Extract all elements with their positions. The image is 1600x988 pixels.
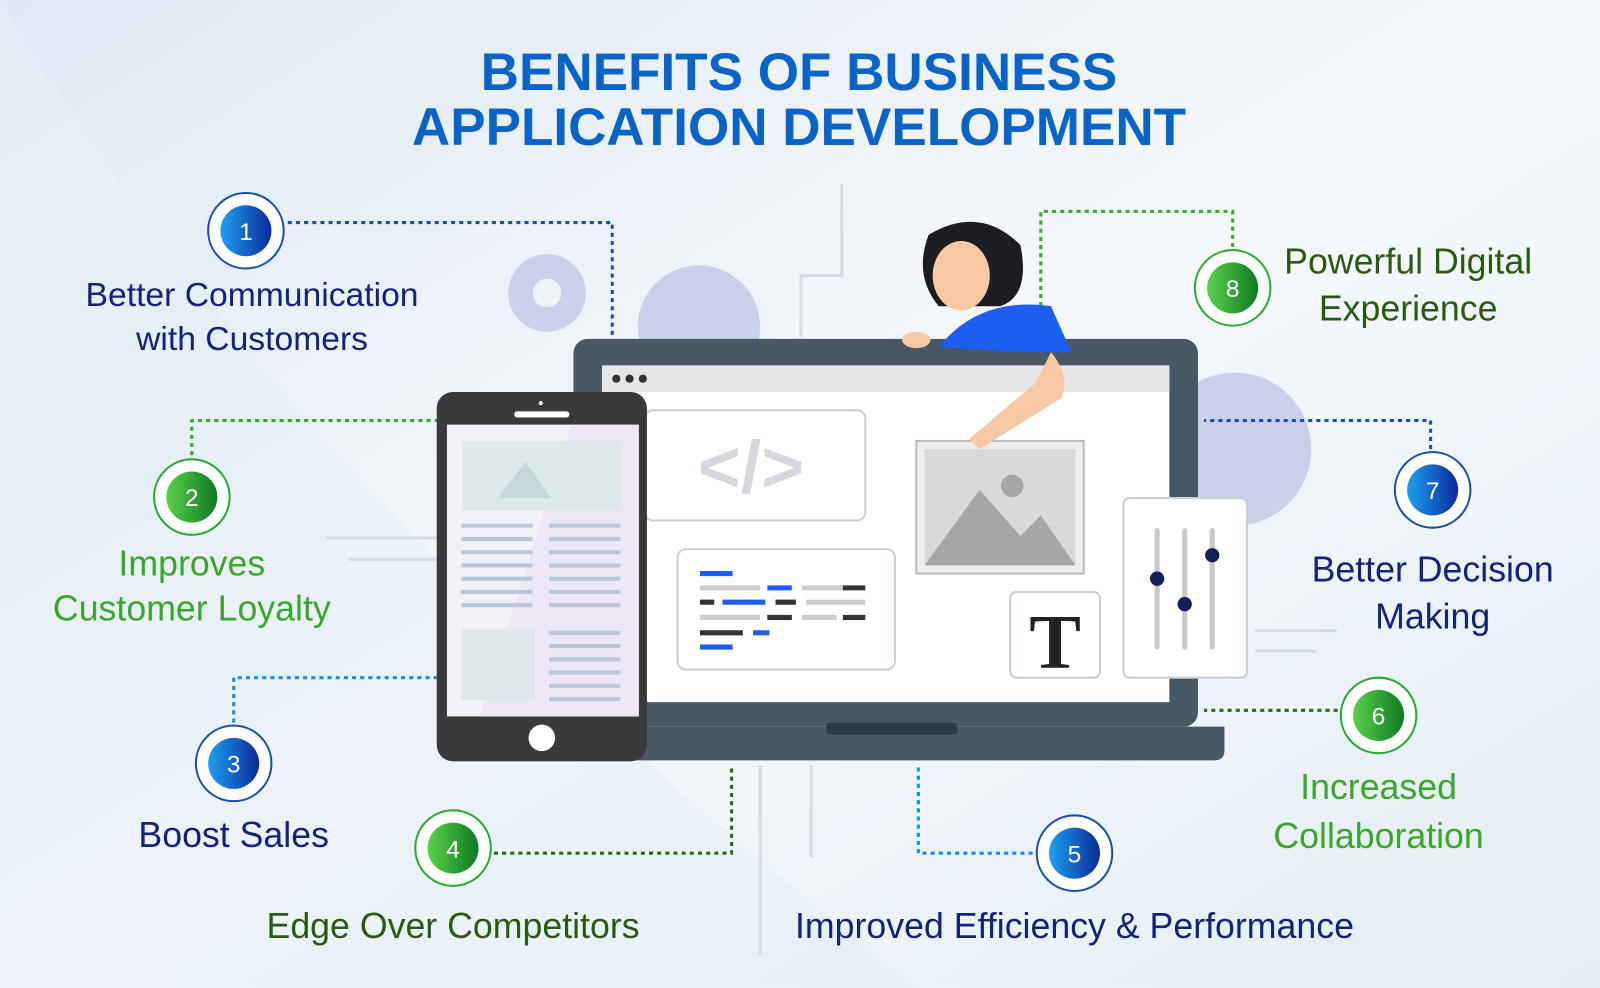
connector-4 [493, 765, 734, 855]
badge-number: 8 [1226, 276, 1240, 303]
badge-number: 7 [1426, 478, 1440, 505]
laptop-illustration: </> T [551, 338, 1248, 761]
badge-number: 3 [227, 752, 241, 779]
page-title: BENEFITS OF BUSINESS [481, 43, 1118, 102]
connector-1 [287, 221, 614, 337]
code-icon: </> [698, 425, 804, 508]
connector-3 [232, 676, 439, 723]
page-title-line2: APPLICATION DEVELOPMENT [412, 98, 1186, 157]
badge-number: 1 [239, 219, 253, 246]
benefit-8: 8 Powerful Digital Experience [1193, 242, 1532, 329]
benefit-6: 6 Increased Collaboration [1273, 676, 1484, 856]
phone-illustration [436, 391, 647, 762]
benefit-label: Making [1375, 597, 1490, 637]
benefit-label: Increased [1300, 767, 1457, 807]
badge-number: 2 [185, 485, 199, 512]
connector-7 [1204, 419, 1433, 450]
text-tool-icon: T [1029, 598, 1081, 684]
benefit-label: Improves [118, 544, 265, 584]
benefit-label: Edge Over Competitors [267, 906, 640, 946]
benefit-label: with Customers [135, 321, 368, 358]
benefit-5: 5 Improved Efficiency & Performance [795, 814, 1354, 946]
badge-number: 6 [1372, 704, 1386, 731]
badge-number: 5 [1068, 841, 1082, 868]
connector-8 [1039, 209, 1235, 307]
benefit-3: 3 Boost Sales [138, 724, 329, 855]
benefit-label: Improved Efficiency & Performance [795, 906, 1354, 946]
benefit-label: Better Decision [1312, 550, 1554, 590]
benefit-label: Customer Loyalty [53, 589, 331, 629]
benefit-label: Experience [1319, 289, 1498, 329]
badge-number: 4 [446, 836, 460, 863]
benefit-7: 7 Better Decision Making [1312, 451, 1554, 637]
person-illustration [902, 221, 1072, 450]
benefit-label: Better Communication [86, 277, 419, 314]
benefit-4: 4 Edge Over Competitors [267, 809, 640, 946]
benefit-2: 2 Improves Customer Loyalty [53, 458, 331, 629]
benefit-label: Collaboration [1273, 816, 1483, 856]
benefit-label: Powerful Digital [1284, 242, 1532, 282]
connector-5 [916, 765, 1033, 855]
connector-2 [190, 419, 439, 456]
benefit-1: 1 Better Communication with Customers [86, 191, 419, 358]
benefit-label: Boost Sales [138, 815, 329, 855]
